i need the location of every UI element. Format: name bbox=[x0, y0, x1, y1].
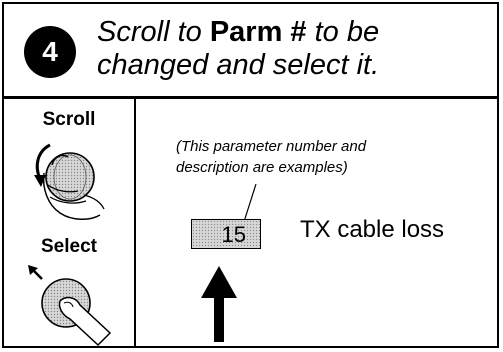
instruction-suffix: to be changed and select it. bbox=[97, 16, 380, 81]
example-note: (This parameter number and description a… bbox=[176, 136, 476, 178]
parameter-description: TX cable loss bbox=[300, 216, 445, 243]
example-note-line-1: (This parameter number and bbox=[176, 138, 367, 155]
step-instruction: Scroll to Parm # to be changed and selec… bbox=[97, 16, 492, 82]
leader-line bbox=[241, 183, 257, 229]
step-header: 4 Scroll to Parm # to be changed and sel… bbox=[4, 4, 497, 99]
example-note-line-2: description are examples) bbox=[176, 159, 348, 176]
up-arrow-icon bbox=[201, 266, 237, 342]
parameter-number-display: 15 bbox=[191, 219, 261, 249]
instruction-emphasis: Parm # bbox=[209, 16, 315, 48]
press-knob-icon bbox=[28, 265, 112, 347]
step-number-badge: 4 bbox=[24, 26, 76, 78]
select-label: Select bbox=[41, 236, 97, 257]
instruction-prefix: Scroll to bbox=[97, 16, 210, 48]
scroll-knob-icon bbox=[34, 143, 105, 220]
instruction-card: 4 Scroll to Parm # to be changed and sel… bbox=[2, 2, 499, 348]
controls-panel: Scroll Select bbox=[4, 99, 136, 347]
scroll-label: Scroll bbox=[42, 109, 96, 130]
